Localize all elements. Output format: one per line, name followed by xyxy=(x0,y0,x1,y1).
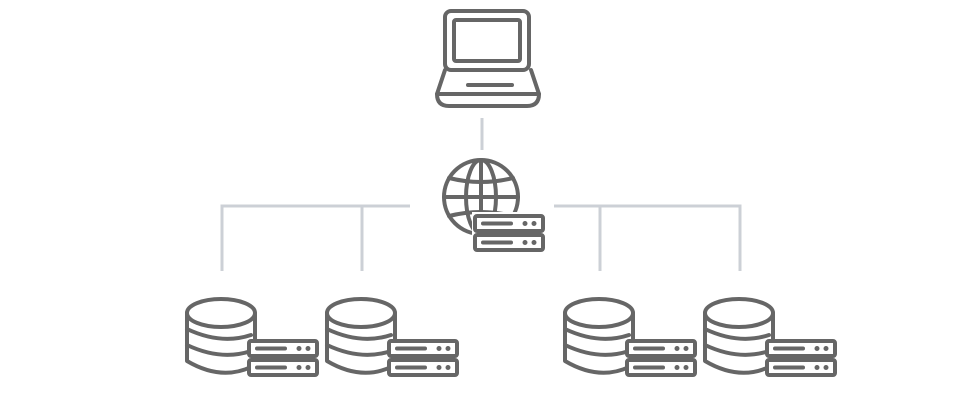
database-server-icon xyxy=(187,299,317,375)
database-server-icon xyxy=(327,299,457,375)
connector-right-branch xyxy=(554,204,742,271)
connector-left-branch xyxy=(220,204,410,271)
connector-lines xyxy=(220,118,742,271)
laptop-icon xyxy=(435,9,541,108)
database-server-icon xyxy=(705,299,835,375)
globe-server-icon xyxy=(442,158,548,254)
database-server-icon xyxy=(565,299,695,375)
